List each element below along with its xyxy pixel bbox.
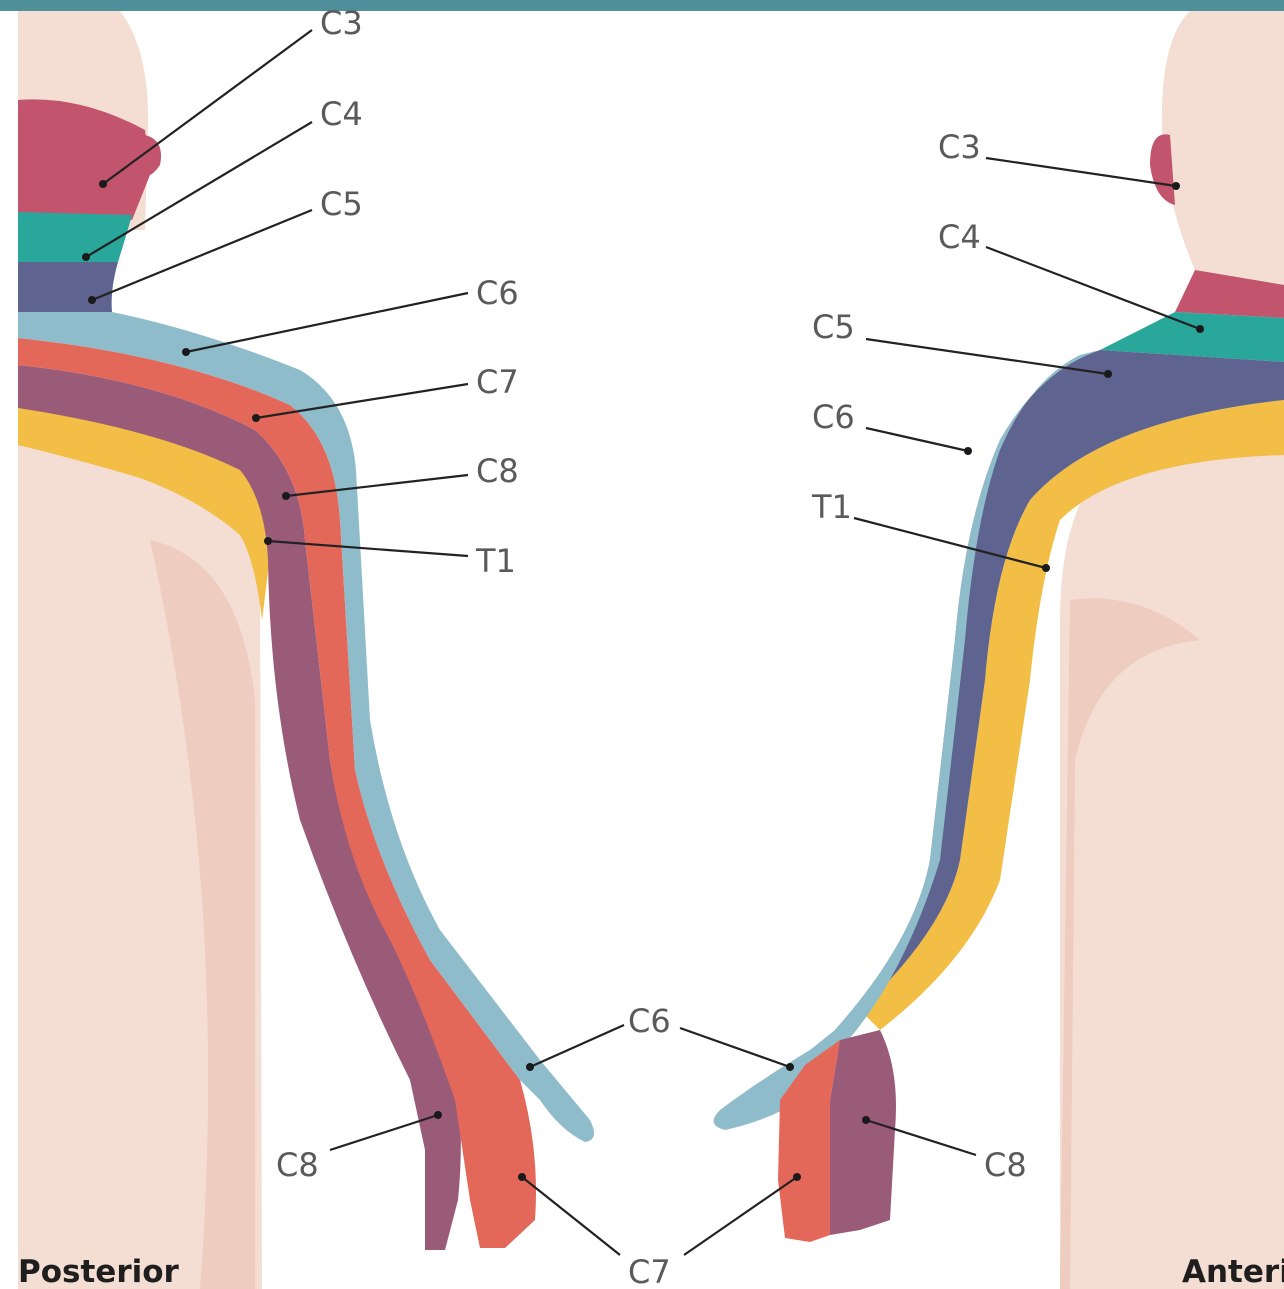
- view-label-anterior: Anteri: [1182, 1254, 1284, 1289]
- label-hand-c7: C7: [628, 1253, 671, 1289]
- label-posterior-c8: C8: [476, 452, 519, 490]
- label-posterior-hand-c8: C8: [276, 1146, 319, 1184]
- anterior-figure: [714, 11, 1284, 1289]
- segment-labels: C3 C4 C5 C6 C7 C8 T1 C3 C4 C5 C6 T1 C6 C…: [276, 4, 1027, 1289]
- label-posterior-c4: C4: [320, 95, 363, 133]
- posterior-c5-band: [18, 262, 118, 312]
- label-posterior-c6: C6: [476, 274, 519, 312]
- label-anterior-hand-c8: C8: [984, 1146, 1027, 1184]
- anterior-head: [1162, 11, 1284, 300]
- posterior-c4-band: [18, 212, 132, 262]
- label-posterior-t1: T1: [475, 542, 516, 580]
- label-posterior-c5: C5: [320, 185, 363, 223]
- label-anterior-c3: C3: [938, 128, 981, 166]
- view-label-posterior: Posterior: [18, 1254, 180, 1289]
- label-posterior-c3: C3: [320, 4, 363, 42]
- label-posterior-c7: C7: [476, 363, 519, 401]
- anterior-torso: [1060, 450, 1284, 1289]
- header-bar: [0, 0, 1284, 11]
- label-anterior-c6: C6: [812, 398, 855, 436]
- anterior-c8-hand: [830, 1030, 896, 1235]
- label-anterior-c5: C5: [812, 308, 855, 346]
- posterior-figure: [18, 11, 594, 1289]
- label-hand-c6: C6: [628, 1002, 671, 1040]
- label-anterior-t1: T1: [811, 488, 852, 526]
- label-anterior-c4: C4: [938, 218, 981, 256]
